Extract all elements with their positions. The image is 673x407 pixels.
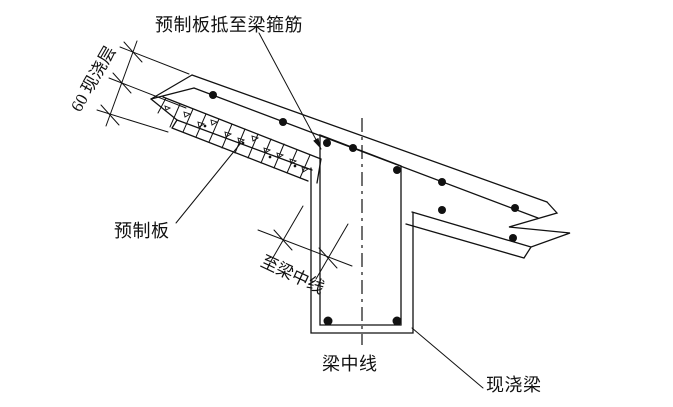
label-precast-slab: 预制板: [114, 221, 170, 241]
slab-bottom-edge-2: [171, 119, 309, 182]
topping-layer-band: [150, 74, 571, 259]
dim-ticks: [273, 229, 338, 269]
leader-precast-slab: [175, 143, 241, 224]
dim-extension-lines: [270, 205, 349, 280]
topping-top-edge: [191, 74, 548, 203]
dim-line: [257, 229, 353, 267]
dim-ticks: [100, 41, 143, 126]
slab-left-break-lower: [150, 98, 178, 121]
text-labels: 预制板抵至梁箍筋 预制板 梁中线 现浇梁: [114, 15, 542, 395]
precast-slab: [150, 96, 322, 184]
dim-line: [105, 40, 138, 127]
label-beam-centerline: 梁中线: [322, 354, 378, 374]
leader-cast-beam: [411, 327, 484, 389]
slab-aggregate-marks: [164, 105, 310, 173]
right-break-symbol: [508, 201, 571, 259]
beam-bottom-rebar-left: [323, 316, 333, 326]
right-band-bottom-line-2: [405, 223, 525, 259]
beam-bottom-rebar-right: [392, 316, 402, 326]
dimension-to-centerline: 至梁中线: [257, 205, 353, 298]
dimension-topping-thickness: 60 现浇层: [67, 40, 190, 133]
leader-arrowhead: [313, 137, 321, 149]
topping-left-break-upper: [150, 74, 193, 100]
dim-label-to-centerline: 至梁中线: [258, 252, 328, 298]
leader-slab-to-stirrup: [258, 32, 322, 150]
band-rebar-dots: [209, 91, 519, 242]
slab-top-edge: [162, 96, 322, 160]
label-cast-beam: 现浇梁: [486, 375, 542, 395]
slab-hatch-rungs: [157, 97, 311, 179]
beam-stirrup: [319, 134, 402, 326]
label-slab-to-stirrup: 预制板抵至梁箍筋: [155, 15, 303, 35]
leader-lines: [175, 32, 484, 389]
